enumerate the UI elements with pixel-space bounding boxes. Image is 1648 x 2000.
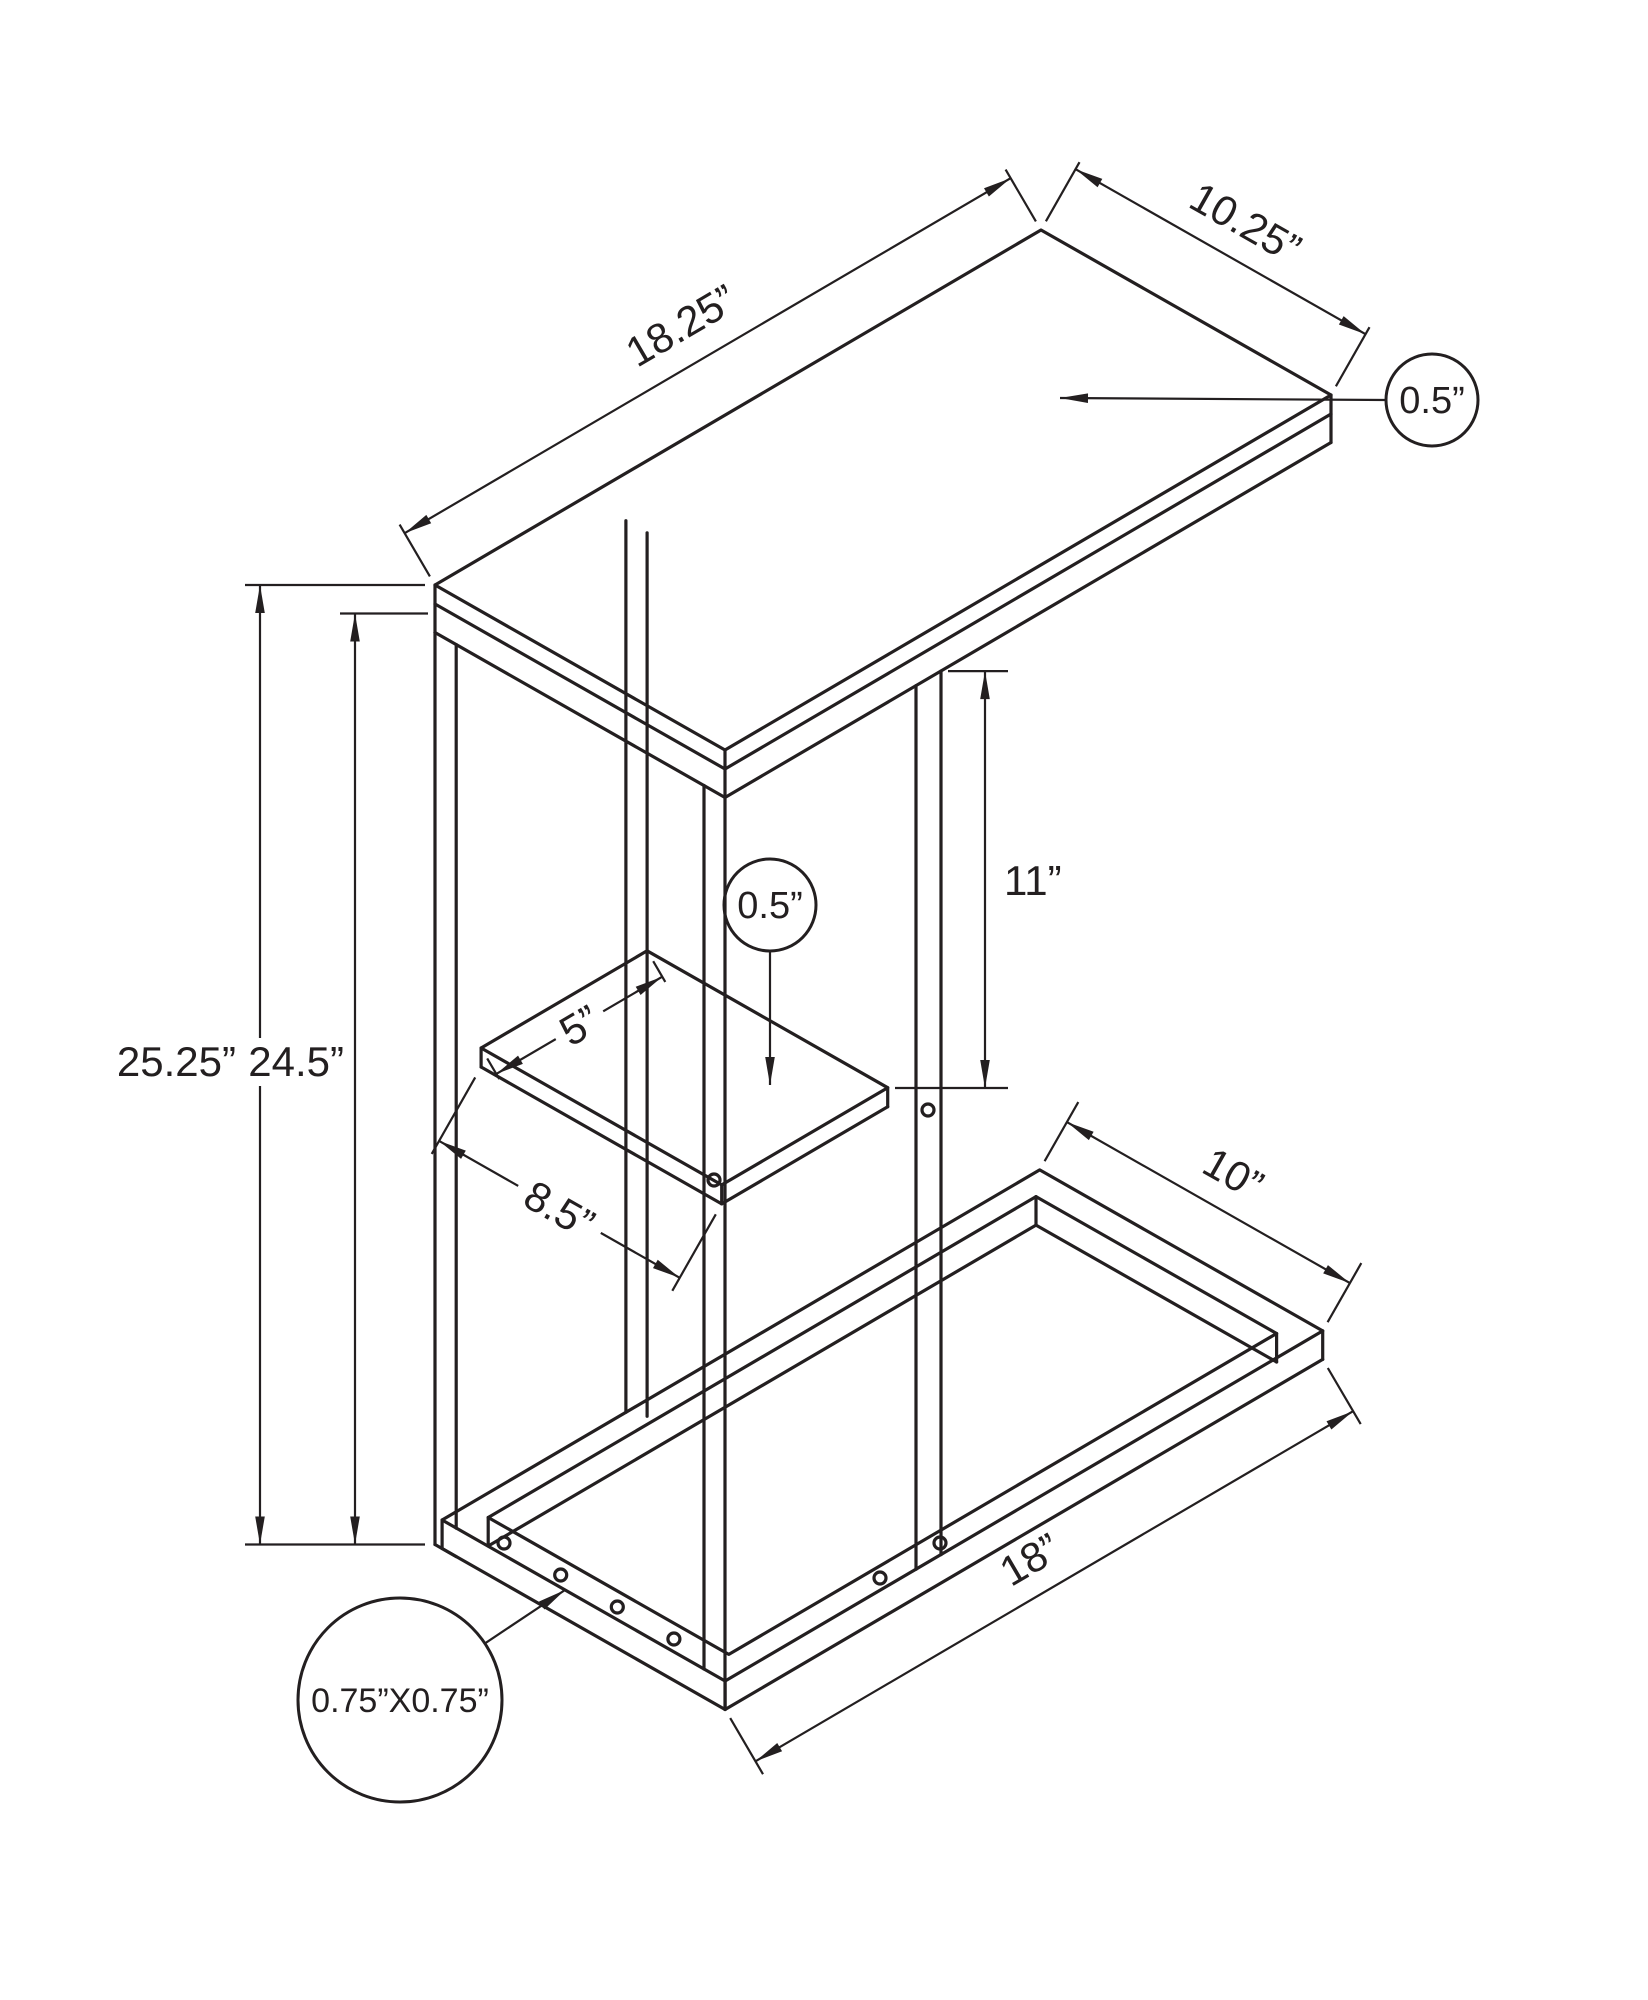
dim-frame-height: 24.5” — [244, 612, 428, 1545]
dimension-annotations: 18.25” 10.25” 0.5” 25.25” 24 — [106, 161, 1480, 1804]
dim-overall-height: 25.25” — [106, 583, 425, 1546]
base-outer-edge — [440, 1168, 1325, 1683]
callout-shelf-thickness: 0.5” — [722, 857, 818, 1085]
screw-hole — [496, 1535, 512, 1551]
base-frame — [440, 1168, 1325, 1712]
screw-hole — [872, 1570, 888, 1586]
label-mask — [106, 1038, 240, 1086]
leader-line — [484, 1589, 566, 1645]
shelf-thickness-edge — [479, 1065, 890, 1206]
screw-hole — [553, 1567, 569, 1583]
middle-posts — [624, 519, 943, 1571]
tabletop-thickness-edge — [433, 412, 1333, 771]
label-mask — [543, 990, 616, 1060]
table-line-art — [433, 228, 1333, 1712]
label-mask — [506, 1164, 613, 1254]
screw-hole — [666, 1631, 682, 1647]
extension-line — [1043, 1101, 1080, 1162]
label-mask — [244, 1038, 348, 1086]
callout-circle — [1384, 352, 1480, 448]
callout-frame-tube-size: 0.75”X0.75” — [296, 1589, 566, 1804]
screw-hole — [920, 1102, 936, 1118]
overall-height-label: 25.25” — [117, 1038, 236, 1085]
dimension-line — [754, 1410, 1354, 1763]
top-thickness-label: 0.5” — [1399, 380, 1464, 422]
dim-top-width: 10.25” — [1044, 161, 1371, 387]
middle-shelf — [479, 949, 890, 1206]
dim-base-length: 18” — [729, 1367, 1362, 1775]
top-length-label: 18.25” — [618, 275, 745, 376]
under-top-clearance-label: 11” — [1004, 857, 1062, 904]
top-width-label: 10.25” — [1182, 173, 1309, 273]
dimension-line — [1066, 1121, 1351, 1285]
frame-tube-size-label: 0.75”X0.75” — [311, 1682, 489, 1720]
tabletop-rail-edge — [433, 440, 1333, 800]
extension-line — [1334, 326, 1371, 387]
shelf-top-face — [479, 949, 890, 1187]
extension-line — [1004, 169, 1037, 222]
extension-line — [486, 1057, 501, 1080]
base-bottom-edge — [440, 1357, 1325, 1712]
extension-line — [652, 960, 667, 983]
extension-line — [1326, 1367, 1362, 1425]
dim-base-width: 10” — [1043, 1101, 1363, 1323]
base-width-label: 10” — [1195, 1138, 1271, 1209]
tabletop-top-face — [433, 228, 1333, 752]
extension-line — [1326, 1262, 1363, 1323]
callout-top-thickness: 0.5” — [1059, 352, 1480, 448]
extension-line — [1044, 161, 1081, 222]
dimension-line — [1075, 168, 1367, 336]
dimension-line — [404, 177, 1012, 535]
extension-line — [729, 1717, 764, 1775]
leader-line — [1059, 393, 1387, 403]
dim-shelf-width: 5” — [486, 960, 667, 1080]
dim-under-top-clearance: 11” — [895, 670, 1062, 1090]
screw-hole — [609, 1599, 625, 1615]
frame-height-label: 24.5” — [248, 1038, 344, 1085]
callout-circle — [296, 1596, 504, 1804]
dim-shelf-depth: 8.5” — [430, 1076, 717, 1292]
base-inner-bottom-edge — [486, 1223, 1279, 1548]
left-frame-legs — [433, 630, 727, 1712]
extension-line — [671, 1213, 717, 1292]
callout-circle — [722, 857, 818, 953]
shelf-thickness-label: 0.5” — [737, 885, 802, 927]
tabletop — [433, 228, 1333, 800]
dim-top-length: 18.25” — [398, 169, 1037, 577]
extension-line — [430, 1076, 477, 1155]
screw-hole — [706, 1172, 722, 1188]
